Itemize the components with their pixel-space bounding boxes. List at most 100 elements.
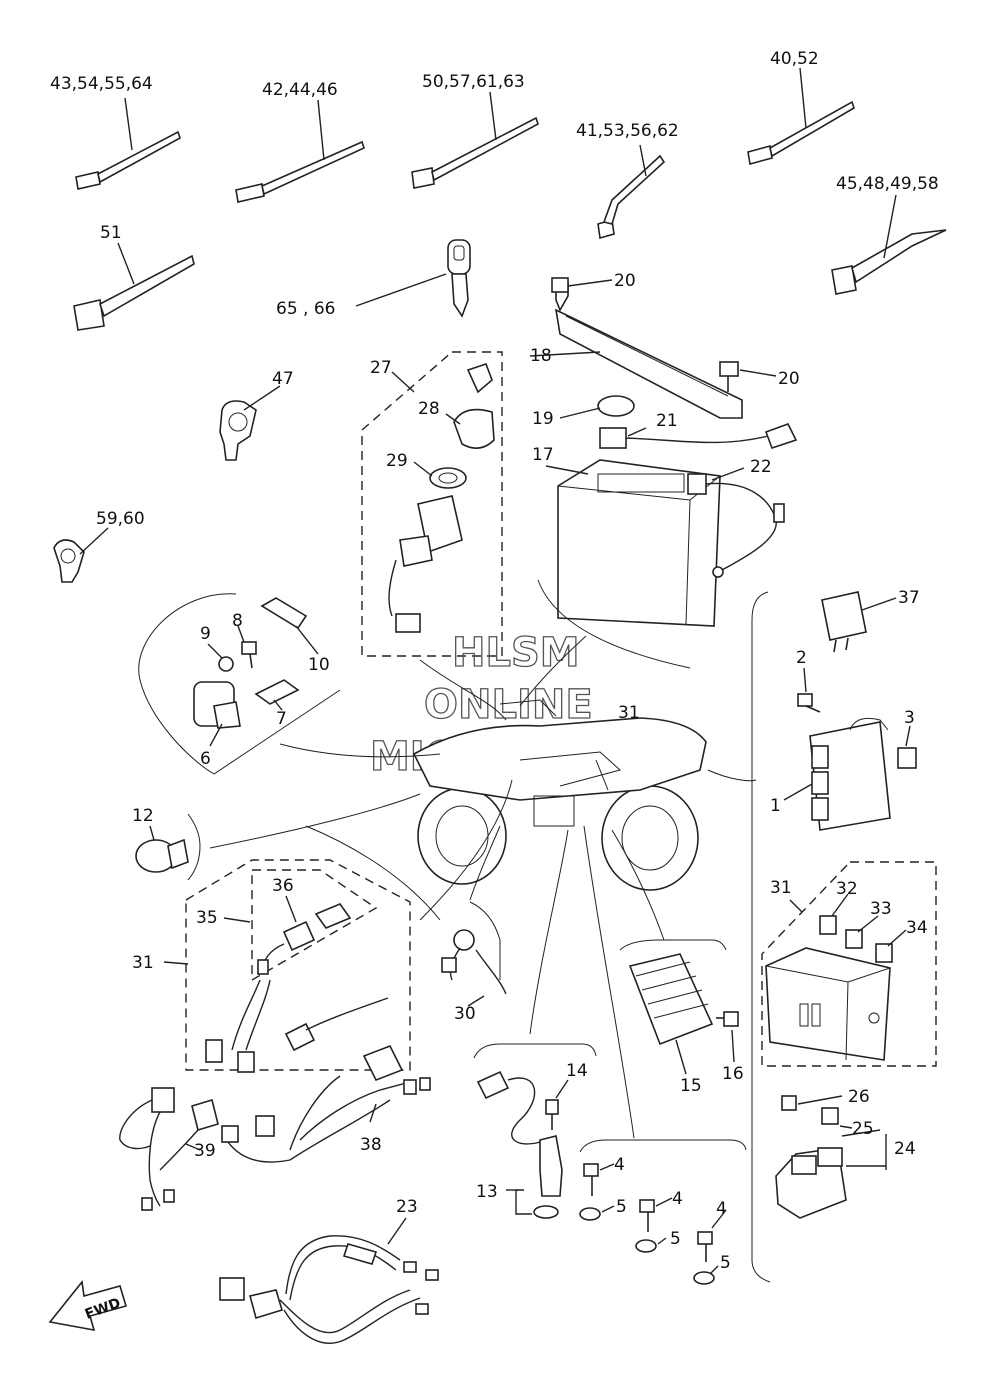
leader-cdi-to-atv: [707, 769, 757, 782]
sensor-30: [441, 929, 507, 1007]
callout-42-44-46: 42,44,46: [262, 80, 338, 100]
leader-harness-to-atv: [305, 825, 441, 921]
cable-tie-50: [411, 91, 539, 189]
bolt-4c: [697, 1209, 727, 1262]
ignition-key: [355, 239, 471, 318]
clamp-59-60: [53, 527, 109, 583]
bracket-4-5: [579, 1139, 747, 1153]
callout-5c: 5: [720, 1253, 731, 1273]
battery-band-18: [529, 281, 743, 419]
cable-tie-45: [831, 194, 947, 295]
group-31-fusebox-outline: [761, 861, 937, 1067]
leader-15-to-atv: [611, 829, 665, 941]
callout-2: 2: [796, 648, 807, 668]
bolt-16: [716, 1011, 739, 1063]
callout-27: 27: [370, 358, 392, 378]
terminal-36: [257, 895, 352, 975]
washer-5a: [579, 1205, 615, 1221]
screw-2: [797, 667, 821, 713]
fuse-34: [875, 929, 907, 963]
callout-21: 21: [656, 411, 678, 431]
callout-59-60: 59,60: [96, 509, 145, 529]
cable-tie-42: [235, 99, 365, 203]
callout-31a: 31: [618, 703, 640, 723]
watermark-line1: HLSM: [452, 630, 580, 676]
cable-tie-43: [75, 97, 181, 190]
callout-4c: 4: [716, 1199, 727, 1219]
callout-9: 9: [200, 624, 211, 644]
leader-center-down: [419, 779, 513, 921]
bracket-30: [469, 901, 501, 980]
leader-battery-to-atv: [519, 635, 587, 707]
callout-31c: 31: [132, 953, 154, 973]
leader-12-to-atv: [209, 793, 421, 849]
cable-tie-41: [597, 144, 666, 240]
bolt-4a: [583, 1163, 615, 1196]
callout-14: 14: [566, 1061, 588, 1081]
callout-20a: 20: [614, 271, 636, 291]
callout-18: 18: [530, 346, 552, 366]
washer-5b: [635, 1237, 667, 1253]
callout-4a: 4: [614, 1155, 625, 1175]
harness-31-body: [205, 979, 389, 1073]
bolt-8: [237, 625, 257, 669]
coil-group-outline: [138, 593, 341, 775]
callout-30: 30: [454, 1004, 476, 1024]
connector-3: [897, 725, 917, 769]
leader-4-to-atv: [583, 825, 635, 1139]
bolt-20a: [551, 277, 613, 293]
key-28: [445, 362, 495, 449]
callout-labels: 43,54,55,64 42,44,46 50,57,61,63 41,53,5…: [50, 49, 939, 1273]
callout-8: 8: [232, 611, 243, 631]
callout-6: 6: [200, 749, 211, 769]
battery-17: [545, 459, 721, 627]
bolt-20b: [719, 361, 777, 392]
group-35-outline: [251, 869, 378, 982]
cable-tie-40: [747, 67, 855, 166]
callout-41-53-56-62: 41,53,56,62: [576, 121, 679, 141]
harness-39: [119, 1087, 291, 1211]
battery-outline-bracket: [537, 579, 691, 669]
washer-5c: [693, 1265, 719, 1285]
watermark-line2: ONLINE: [424, 682, 593, 728]
group-31-harness-outline: [185, 859, 411, 1071]
grommet-19: [559, 395, 635, 419]
callout-12: 12: [132, 806, 154, 826]
bolt-4b: [639, 1197, 673, 1232]
battery-lead-21: [599, 423, 798, 450]
relay-37: [821, 591, 897, 653]
callout-34: 34: [906, 918, 928, 938]
battery-lead-22: [687, 467, 785, 578]
ignition-coil-6: [193, 681, 241, 747]
atv-vehicle: [412, 699, 707, 891]
callout-39: 39: [194, 1141, 216, 1161]
leader-30-to-atv: [469, 825, 501, 901]
callout-26: 26: [848, 1087, 870, 1107]
rectifier-15: [628, 953, 714, 1075]
bracket-12: [187, 813, 201, 881]
main-switch-body: [388, 495, 463, 633]
callout-24: 24: [894, 1139, 916, 1159]
callout-37: 37: [898, 588, 920, 608]
sensor-13: [476, 1070, 563, 1219]
fwd-arrow: FWD: [48, 1280, 128, 1332]
callout-40-52: 40,52: [770, 49, 819, 69]
callout-50-57-61-63: 50,57,61,63: [422, 72, 525, 92]
callout-29: 29: [386, 451, 408, 471]
callout-35: 35: [196, 908, 218, 928]
bolt-26: [781, 1095, 843, 1111]
callout-16: 16: [722, 1064, 744, 1084]
group-27-outline: [361, 351, 503, 657]
washer-9: [207, 643, 234, 672]
bolt-14: [545, 1079, 569, 1130]
nut-29: [413, 461, 467, 489]
callout-7: 7: [276, 709, 287, 729]
bracket-13-14: [473, 1043, 597, 1059]
plug-cap-10: [260, 597, 319, 655]
callout-17: 17: [532, 445, 554, 465]
callout-5a: 5: [616, 1197, 627, 1217]
cable-tie-51: [73, 242, 195, 331]
callout-65-66: 65 , 66: [276, 299, 335, 319]
harness-38: [289, 1044, 431, 1161]
